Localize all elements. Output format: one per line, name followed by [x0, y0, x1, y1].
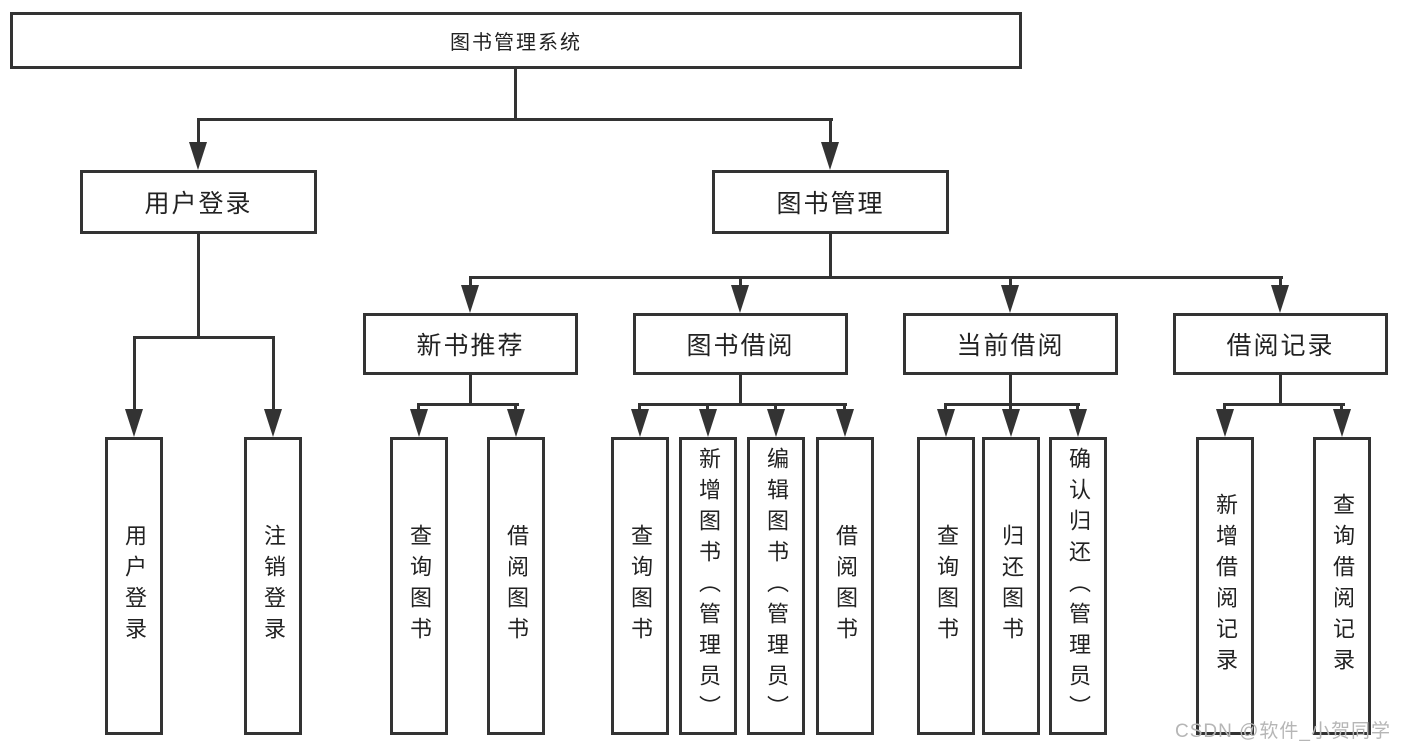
node-current-borrowing: 当前借阅 [903, 313, 1118, 375]
connector-line [514, 403, 517, 412]
arrow-down-icon [189, 142, 207, 170]
leaf-logout-login-label: 注销登录 [261, 524, 286, 648]
node-book-borrowing-label: 图书借阅 [686, 332, 795, 360]
connector-line [272, 336, 275, 411]
leaf-confirm-return-admin-label: 确认归还（管理员） [1066, 446, 1091, 726]
connector-line [944, 403, 947, 412]
arrow-down-icon [1333, 409, 1351, 437]
node-book-borrowing: 图书借阅 [633, 313, 848, 375]
connector-line [638, 403, 847, 406]
connector-line [1009, 374, 1012, 406]
arrow-down-icon [821, 142, 839, 170]
connector-line [133, 336, 136, 411]
connector-line [829, 118, 832, 144]
leaf-query-borrow-record-label: 查询借阅记录 [1330, 493, 1355, 679]
arrow-down-icon [836, 409, 854, 437]
connector-line [829, 233, 832, 279]
connector-line [706, 403, 709, 412]
connector-line [417, 403, 420, 412]
leaf-borrow-book-recommend-label: 借阅图书 [504, 524, 529, 648]
node-current-borrowing-label: 当前借阅 [956, 332, 1065, 360]
leaf-add-borrow-record: 新增借阅记录 [1196, 437, 1254, 735]
leaf-user-login: 用户登录 [105, 437, 163, 735]
arrow-down-icon [1001, 285, 1019, 313]
leaf-query-book-recommend: 查询图书 [390, 437, 448, 735]
leaf-edit-book-admin: 编辑图书（管理员） [747, 437, 805, 735]
arrow-down-icon [461, 285, 479, 313]
connector-line [843, 403, 846, 412]
arrow-down-icon [767, 409, 785, 437]
connector-line [1223, 403, 1345, 406]
connector-line [638, 403, 641, 412]
leaf-query-book-current: 查询图书 [917, 437, 975, 735]
leaf-query-book-current-label: 查询图书 [934, 524, 959, 648]
connector-line [197, 118, 200, 144]
leaf-return-book-label: 归还图书 [999, 524, 1024, 648]
arrow-down-icon [1271, 285, 1289, 313]
arrow-down-icon [1069, 409, 1087, 437]
connector-line [197, 233, 200, 339]
connector-line [417, 403, 519, 406]
leaf-add-book-admin: 新增图书（管理员） [679, 437, 737, 735]
connector-line [469, 276, 472, 288]
leaf-logout-login: 注销登录 [244, 437, 302, 735]
node-user-login-label: 用户登录 [144, 190, 253, 218]
connector-line [739, 276, 742, 288]
connector-line [739, 374, 742, 406]
connector-line [1076, 403, 1079, 412]
leaf-user-login-label: 用户登录 [122, 524, 147, 648]
node-book-management-label: 图书管理 [776, 190, 885, 218]
leaf-borrow-book-borrowing-label: 借阅图书 [833, 524, 858, 648]
leaf-add-book-admin-label: 新增图书（管理员） [696, 446, 721, 726]
connector-line [197, 118, 833, 121]
connector-line [1009, 276, 1012, 288]
leaf-query-book-borrowing-label: 查询图书 [628, 524, 653, 648]
leaf-add-borrow-record-label: 新增借阅记录 [1213, 493, 1238, 679]
arrow-down-icon [937, 409, 955, 437]
connector-line [1009, 403, 1012, 412]
connector-line [1279, 276, 1282, 288]
leaf-confirm-return-admin: 确认归还（管理员） [1049, 437, 1107, 735]
arrow-down-icon [264, 409, 282, 437]
watermark: CSDN @软件_小贺同学 [1175, 721, 1391, 742]
leaf-borrow-book-recommend: 借阅图书 [487, 437, 545, 735]
connector-line [1223, 403, 1226, 412]
arrow-down-icon [125, 409, 143, 437]
node-borrowing-records: 借阅记录 [1173, 313, 1388, 375]
arrow-down-icon [631, 409, 649, 437]
leaf-query-book-borrowing: 查询图书 [611, 437, 669, 735]
arrow-down-icon [1002, 409, 1020, 437]
node-user-login: 用户登录 [80, 170, 317, 234]
node-library-system-label: 图书管理系统 [450, 32, 582, 54]
arrow-down-icon [731, 285, 749, 313]
node-book-management: 图书管理 [712, 170, 949, 234]
arrow-down-icon [1216, 409, 1234, 437]
connector-line [133, 336, 275, 339]
leaf-return-book: 归还图书 [982, 437, 1040, 735]
leaf-borrow-book-borrowing: 借阅图书 [816, 437, 874, 735]
connector-line [469, 276, 1283, 279]
arrow-down-icon [507, 409, 525, 437]
leaf-edit-book-admin-label: 编辑图书（管理员） [764, 446, 789, 726]
node-borrowing-records-label: 借阅记录 [1226, 332, 1335, 360]
connector-line [514, 69, 517, 120]
leaf-query-book-recommend-label: 查询图书 [407, 524, 432, 648]
connector-line [469, 374, 472, 406]
connector-line [944, 403, 1080, 406]
arrow-down-icon [410, 409, 428, 437]
node-library-system: 图书管理系统 [10, 12, 1022, 69]
arrow-down-icon [699, 409, 717, 437]
leaf-query-borrow-record: 查询借阅记录 [1313, 437, 1371, 735]
connector-line [774, 403, 777, 412]
connector-line [1279, 374, 1282, 406]
node-new-book-recommend-label: 新书推荐 [416, 332, 525, 360]
node-new-book-recommend: 新书推荐 [363, 313, 578, 375]
connector-line [1340, 403, 1343, 412]
